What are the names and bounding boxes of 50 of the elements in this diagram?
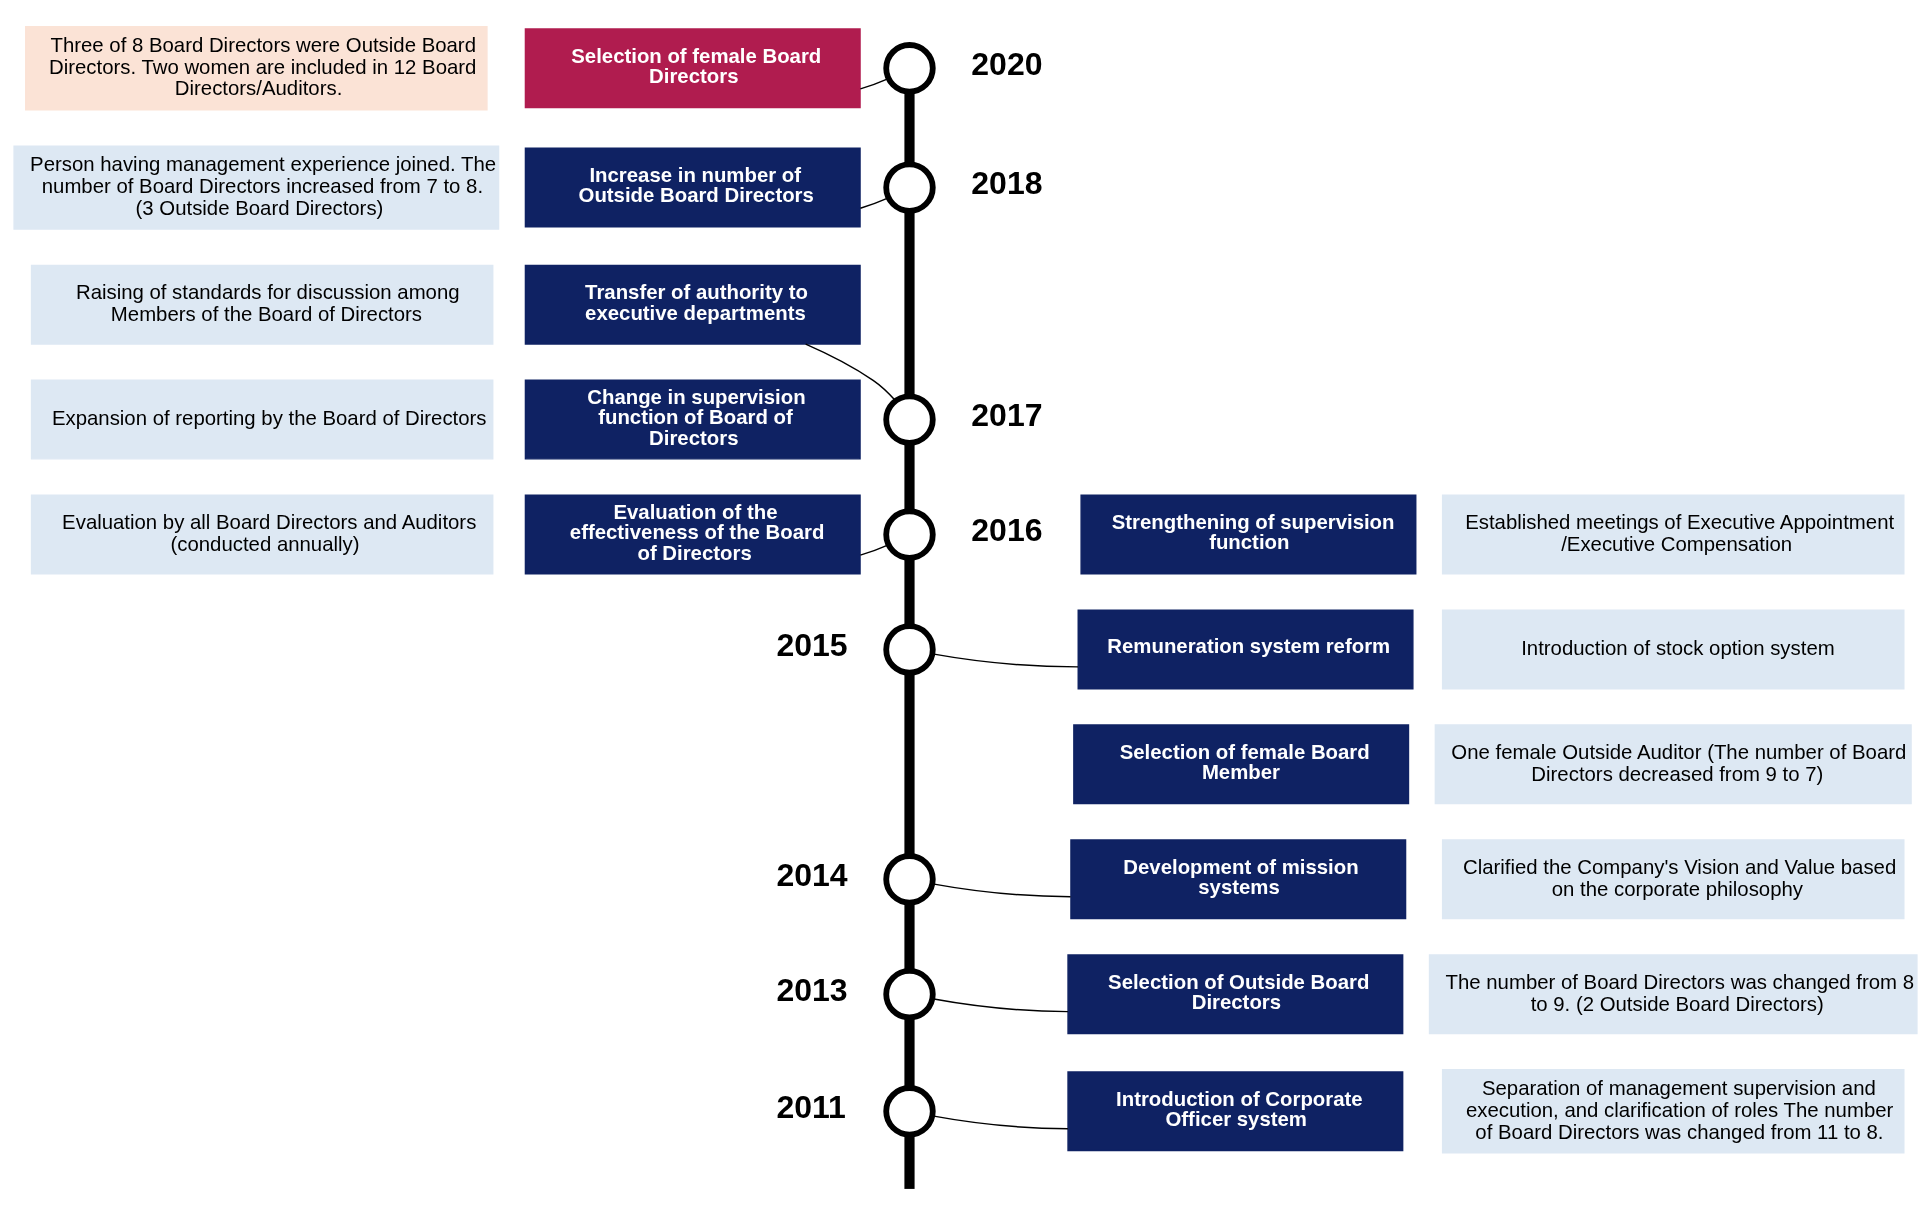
connector — [904, 557, 915, 626]
connector — [904, 210, 915, 396]
node-label: 2013 — [776, 971, 848, 1008]
node-box: Evaluation by all Board Directors and Auditors (conducted annually) — [30, 494, 494, 574]
connector — [904, 902, 915, 971]
node-box: Three of 8 Board Directors were Outside Board Directors. Two women are included in 12 Board Directors/Auditors. — [25, 25, 488, 110]
node-box: Established meetings of Executive Appointment /Executive Compensation — [1441, 494, 1905, 574]
node-box: Evaluation of the effectiveness of the Board of Directors — [524, 494, 861, 574]
connector — [904, 442, 915, 511]
node-circle — [883, 41, 936, 94]
node-box: Transfer of authority to executive departments — [524, 264, 861, 345]
connector — [904, 672, 915, 856]
node-box: Clarified the Company's Vision and Value based on the corporate philosophy — [1441, 838, 1905, 919]
node-circle — [883, 967, 936, 1020]
node-circle — [883, 507, 936, 561]
connector — [859, 77, 890, 90]
node-label: 2016 — [971, 511, 1043, 548]
node-box: The number of Board Directors was changed from 8 to 9. (2 Outside Board Directors) — [1428, 953, 1918, 1034]
node-box: Increase in number of Outside Board Directors — [524, 147, 861, 228]
node-label: 2020 — [971, 45, 1043, 82]
connector — [859, 543, 890, 556]
node-box: Selection of female Board Directors — [524, 27, 861, 108]
connector — [804, 342, 897, 401]
connector — [904, 1017, 915, 1088]
node-label: 2014 — [776, 856, 848, 893]
node-label: 2011 — [776, 1088, 846, 1125]
connector — [904, 91, 915, 164]
node-box: Introduction of stock option system — [1441, 608, 1905, 689]
node-box: Strengthening of supervision function — [1080, 494, 1417, 574]
node-box: Remuneration system reform — [1077, 608, 1414, 689]
node-box: Separation of management supervision and execution, and clarification of roles The number of Board Directors was changed from 11 to 8. — [1441, 1068, 1905, 1153]
node-label: 2018 — [971, 164, 1043, 201]
node-circle — [883, 392, 936, 446]
node-box: Development of mission systems — [1070, 838, 1407, 919]
node-circle — [883, 1084, 936, 1137]
node-box: One female Outside Auditor (The number of Board Directors decreased from 9 to 7) — [1434, 723, 1912, 804]
node-circle — [883, 852, 936, 905]
connector — [904, 1134, 915, 1189]
node-box: Person having management experience joined. The number of Board Directors increased from 7 to 8. (3 Outside Board Directors) — [13, 144, 500, 230]
node-box: Raising of standards for discussion among Members of the Board of Directors — [30, 264, 494, 345]
node-box: Expansion of reporting by the Board of Directors — [30, 379, 494, 460]
node-box: Selection of Outside Board Directors — [1067, 953, 1404, 1034]
node-label: 2017 — [971, 396, 1043, 433]
node-box: Selection of female Board Member — [1073, 723, 1410, 804]
node-label: 2015 — [776, 626, 848, 663]
connector — [859, 196, 890, 209]
node-circle — [883, 160, 936, 214]
node-box: Introduction of Corporate Officer system — [1067, 1070, 1404, 1151]
node-circle — [883, 622, 936, 676]
node-box: Change in supervision function of Board of Directors — [524, 379, 861, 460]
